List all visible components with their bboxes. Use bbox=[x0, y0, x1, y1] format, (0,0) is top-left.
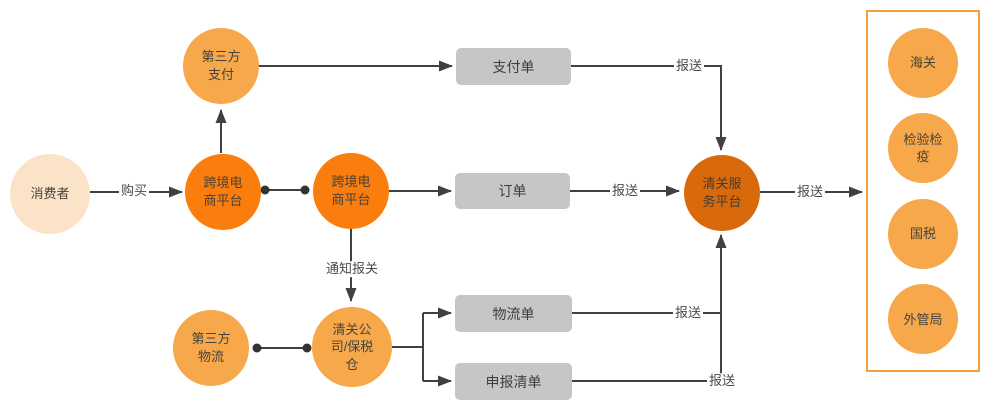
third-party-logistics-node: 第三方物流 bbox=[173, 310, 249, 386]
customs-node: 海关 bbox=[888, 27, 958, 98]
declaration-list-label: 申报清单 bbox=[485, 373, 542, 390]
clearance-company-node: 清关公司/保税仓 bbox=[312, 307, 392, 387]
label-submit-logistics: 报送 bbox=[672, 305, 704, 321]
label-purchase: 购买 bbox=[118, 183, 150, 199]
consumer-label: 消费者 bbox=[30, 186, 70, 202]
customs-label: 海关 bbox=[909, 54, 936, 70]
agencies-panel: 海关 检验检疫 国税 外管局 bbox=[866, 10, 980, 372]
payment-slip-box: 支付单 bbox=[456, 48, 571, 85]
label-submit-order: 报送 bbox=[609, 183, 641, 199]
logistics-slip-box: 物流单 bbox=[455, 295, 572, 332]
national-tax-node: 国税 bbox=[888, 198, 958, 269]
clearance-service-platform-label: 清关服务平台 bbox=[702, 176, 742, 209]
order-box: 订单 bbox=[455, 173, 570, 209]
junction-dots bbox=[252, 185, 312, 353]
logistics-slip-label: 物流单 bbox=[492, 305, 535, 322]
declaration-list-box: 申报清单 bbox=[455, 363, 572, 400]
third-party-payment-label: 第三方支付 bbox=[201, 49, 241, 82]
consumer-node: 消费者 bbox=[10, 154, 90, 234]
cross-border-platform-node-1: 跨境电商平台 bbox=[185, 154, 261, 230]
order-label: 订单 bbox=[498, 183, 527, 199]
label-notify-declaration: 通知报关 bbox=[323, 261, 381, 277]
national-tax-label: 国税 bbox=[909, 226, 936, 241]
cross-border-platform-label-2: 跨境电商平台 bbox=[331, 174, 371, 207]
clearance-company-label: 清关公司/保税仓 bbox=[330, 321, 374, 372]
cross-border-platform-node-2: 跨境电商平台 bbox=[313, 153, 389, 229]
label-submit-declaration: 报送 bbox=[706, 373, 738, 389]
edge-paymentslip-to-clearance bbox=[571, 65, 727, 151]
inspection-quarantine-node: 检验检疫 bbox=[888, 113, 958, 184]
third-party-payment-node: 第三方支付 bbox=[183, 28, 259, 104]
forex-admin-node: 外管局 bbox=[888, 284, 958, 355]
cross-border-platform-label-1: 跨境电商平台 bbox=[203, 175, 243, 208]
label-submit-payment: 报送 bbox=[673, 58, 705, 74]
clearance-service-platform-node: 清关服务平台 bbox=[684, 155, 760, 231]
payment-slip-label: 支付单 bbox=[492, 58, 535, 75]
inspection-quarantine-label: 检验检疫 bbox=[903, 131, 943, 165]
forex-admin-label: 外管局 bbox=[903, 311, 943, 327]
label-submit-to-agencies: 报送 bbox=[794, 184, 826, 200]
third-party-logistics-label: 第三方物流 bbox=[191, 331, 231, 364]
